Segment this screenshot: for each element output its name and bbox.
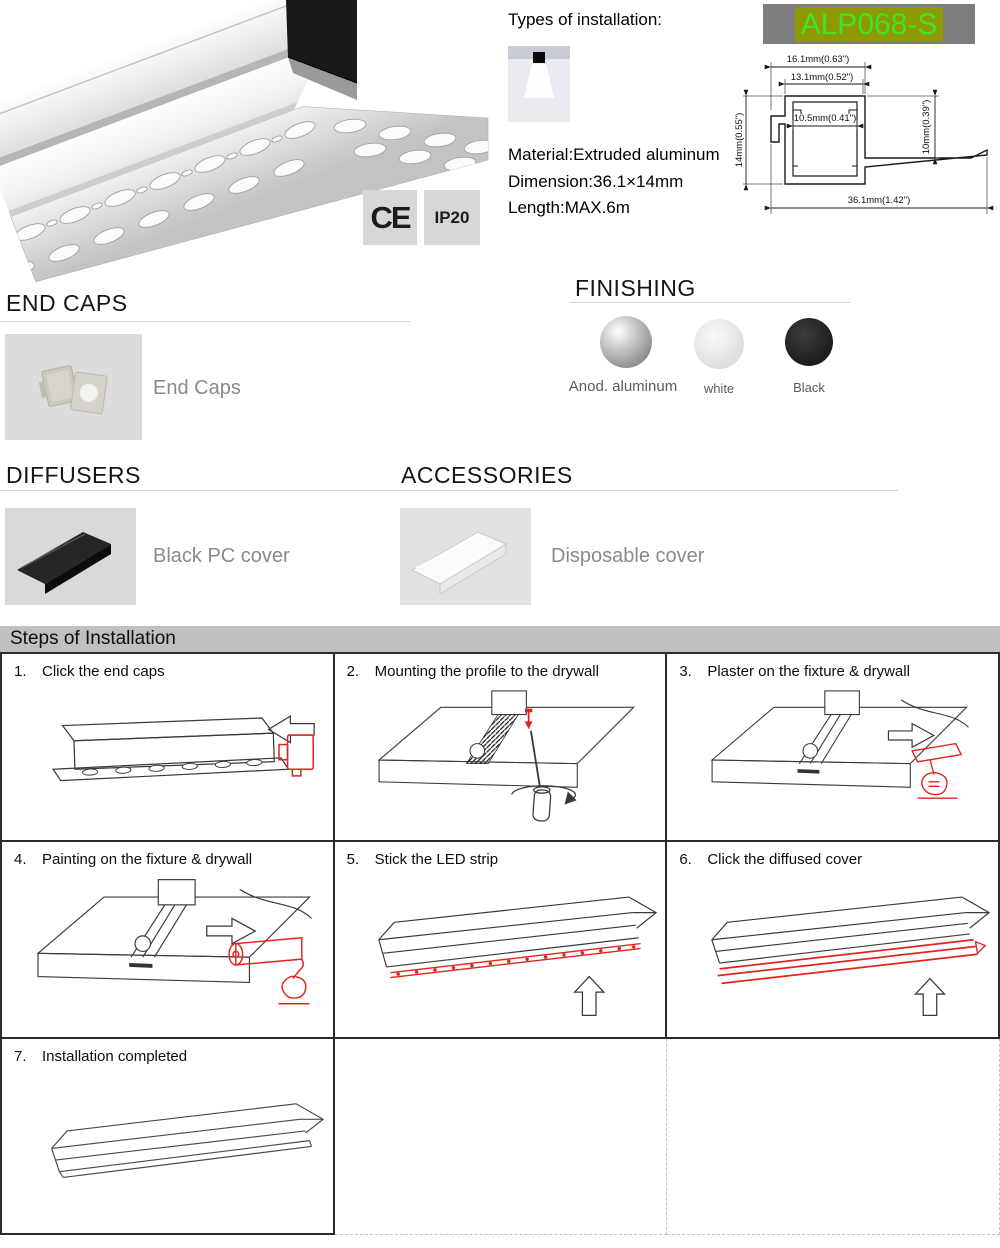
swatch-anod-aluminum [600,316,652,368]
dim-channel-width: 10.5mm(0.41") [794,113,857,124]
end-caps-divider [0,321,410,322]
step-cell-7: 7.Installation completed [2,1039,335,1235]
step-7-heading: 7.Installation completed [14,1048,188,1065]
step-7-illustration [51,1103,325,1179]
black-pc-cover-image [5,508,136,605]
step-cell-4: 4.Painting on the fixture & drywall [2,842,335,1039]
step-cell-3: 3.Plaster on the fixture & drywall [667,654,1000,842]
step-cell-5: 5.Stick the LED strip [334,842,668,1039]
up-arrow [573,975,606,1017]
steps-title: Steps of Installation [10,628,176,649]
length-line: Length:MAX.6m [508,198,630,217]
step-1-heading: 1.Click the end caps [14,663,165,680]
step-4-heading: 4.Painting on the fixture & drywall [14,851,253,868]
plaster-hand-red [910,742,962,799]
types-of-installation-label: Types of installation: [508,10,663,29]
finishing-label-white: white [703,381,735,396]
step-1-illustration [52,714,316,782]
diffusers-title: DIFFUSERS [6,462,141,488]
accessories-title: ACCESSORIES [401,462,573,488]
steps-grid: 1.Click the end caps [0,652,1000,1235]
dim-height: 14mm(0.55") [734,113,745,168]
cross-section-drawing: 16.1mm(0.63") 13.1mm(0.52") 10.5mm(0.41"… [734,54,994,214]
screwdriver [511,730,577,822]
finishing-title: FINISHING [575,275,696,301]
accessories-item-label: Disposable cover [551,545,705,567]
step-2-illustration [377,690,635,822]
swatch-white [694,319,744,369]
step-3-illustration [710,690,969,799]
end-caps-item-label: End Caps [153,377,241,399]
up-arrow [913,977,946,1017]
diffusers-accessories-divider [0,490,898,491]
dim-total-width: 36.1mm(1.42") [848,195,911,206]
step-2-heading: 2.Mounting the profile to the drywall [346,663,599,680]
step-cell-1: 1.Click the end caps [2,654,335,842]
ce-mark-badge: CE [363,190,417,245]
dim-top-width: 16.1mm(0.63") [787,54,850,65]
disposable-cover-image [400,508,531,605]
step-5-heading: 5.Stick the LED strip [346,851,499,868]
dim-inner-height: 10mm(0.39") [921,100,932,155]
dim-inner-top-width: 13.1mm(0.52") [791,72,854,83]
steps-header-bar: Steps of Installation [0,626,1000,652]
dimension-line: Dimension:36.1×14mm [508,171,684,191]
step-4-illustration [36,879,313,1005]
material-line: Material:Extruded aluminum [508,145,720,164]
end-cap-red [278,734,315,777]
step-cell-6: 6.Click the diffused cover [667,842,1000,1039]
product-render-image [0,0,489,283]
finishing-divider [570,302,850,303]
screw-red [524,708,533,730]
led-strip-red [390,942,641,979]
product-specs-text: Material:Extruded aluminum Dimension:36.… [508,142,720,222]
end-caps-title: END CAPS [6,290,128,316]
ip20-badge: IP20 [424,190,480,245]
finishing-swatches [600,316,833,369]
step-6-illustration [710,896,990,1017]
empty-cell-8 [334,1039,668,1235]
finishing-label-anod: Anod. aluminum [568,378,678,395]
step-cell-2: 2.Mounting the profile to the drywall [334,654,668,842]
step-5-illustration [378,896,658,1017]
model-number: ALP068-S [794,6,944,42]
led-channel-insert [286,0,357,83]
swatch-black [785,318,833,366]
paint-roller-red [228,937,310,1005]
model-plate: ALP068-S [763,4,975,44]
step-6-heading: 6.Click the diffused cover [679,851,863,868]
recessed-installation-icon [508,46,570,122]
diffusers-item-label: Black PC cover [153,545,290,567]
step-3-heading: 3.Plaster on the fixture & drywall [679,663,910,680]
empty-cell-9 [667,1039,1000,1235]
finishing-label-black: Black [793,380,825,395]
end-caps-image [5,334,142,440]
diffuser-cover-red [717,938,987,985]
